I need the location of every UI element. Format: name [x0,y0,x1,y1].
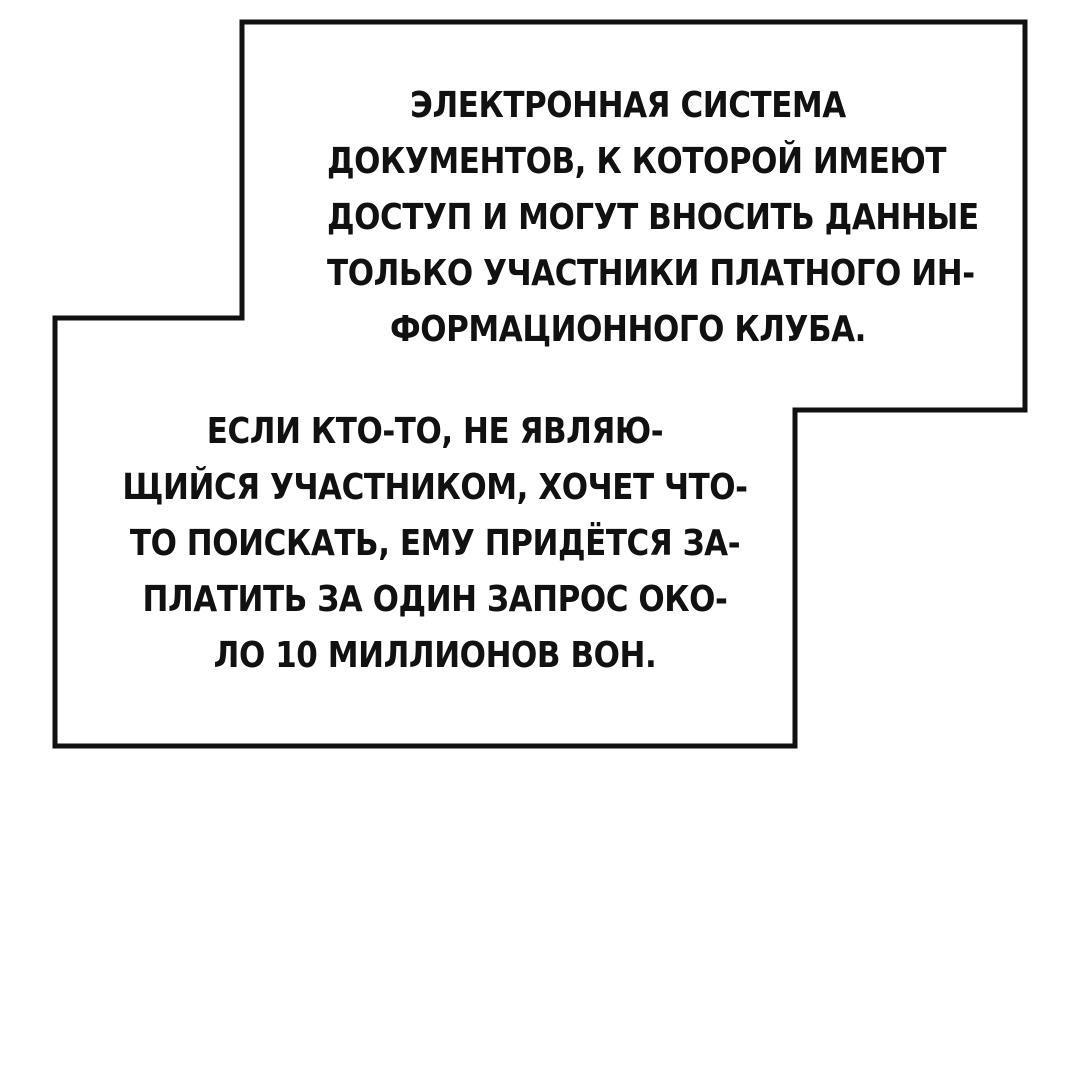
caption-line: ЛО 10 МИЛЛИОНОВ ВОН. [213,635,657,676]
caption-text-top: ЭЛЕКТРОННАЯ СИСТЕМА ДОКУМЕНТОВ, К КОТОРО… [327,78,979,358]
caption-line: ЩИЙСЯ УЧАСТНИКОМ, ХОЧЕТ ЧТО- [122,467,748,508]
caption-line: ТО ПОИСКАТЬ, ЕМУ ПРИДЁТСЯ ЗА- [129,523,741,564]
caption-line: ДОКУМЕНТОВ, К КОТОРОЙ ИМЕЮТ [327,141,947,182]
caption-line: ЕСЛИ КТО-ТО, НЕ ЯВЛЯЮ- [206,411,664,452]
caption-line: ДОСТУП И МОГУТ ВНОСИТЬ ДАННЫЕ [327,197,979,238]
caption-line: ЭЛЕКТРОННАЯ СИСТЕМА [410,85,846,126]
caption-line: ПЛАТИТЬ ЗА ОДИН ЗАПРОС ОКО- [142,579,728,620]
caption-line: ФОРМАЦИОННОГО КЛУБА. [389,309,867,350]
caption-text-bottom: ЕСЛИ КТО-ТО, НЕ ЯВЛЯЮ- ЩИЙСЯ УЧАСТНИКОМ,… [108,404,762,684]
caption-line: ТОЛЬКО УЧАСТНИКИ ПЛАТНОГО ИН- [327,253,975,294]
